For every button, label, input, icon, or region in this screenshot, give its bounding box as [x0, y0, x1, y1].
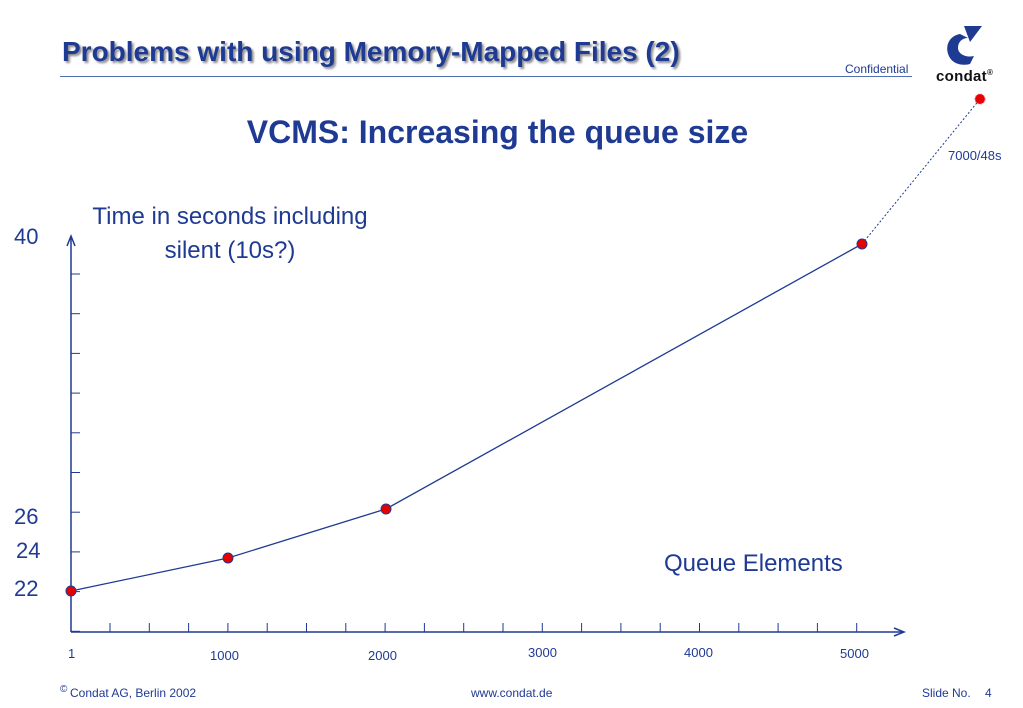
x-tick-label: 3000	[528, 645, 557, 660]
data-point	[856, 238, 868, 250]
chart-title: VCMS: Increasing the queue size	[246, 114, 749, 150]
chart-ticks	[71, 273, 858, 632]
footer-url[interactable]: www.condat.de	[471, 686, 553, 700]
y-tick-label: 26	[14, 504, 38, 529]
brand-name: condat®	[936, 68, 994, 85]
series-line	[70, 243, 863, 592]
data-point	[65, 585, 77, 597]
y-tick-label: 22	[14, 576, 38, 601]
x-axis-arrow	[893, 627, 907, 637]
data-point	[222, 552, 234, 564]
x-tick-label: 1000	[210, 648, 239, 663]
footer-slide-label: Slide No.	[922, 686, 971, 700]
data-point	[380, 503, 392, 515]
y-tick-label: 40	[14, 224, 38, 249]
condat-logo-icon	[947, 26, 982, 65]
footer-copyright-symbol: ©	[60, 684, 68, 695]
confidential-label: Confidential	[845, 62, 909, 76]
y-axis-label: Time in seconds including silent (10s?)	[92, 203, 368, 264]
chart-lines	[70, 98, 981, 592]
footer-company: Condat AG, Berlin 2002	[70, 686, 197, 700]
x-tick-label: 4000	[684, 645, 713, 660]
extrapolation-line	[861, 98, 981, 245]
chart-points	[65, 93, 986, 597]
chart-axes	[66, 233, 907, 637]
chart-tick-labels: 22 24 26 40 1 1000 2000 3000 4000 5000	[14, 224, 869, 663]
x-tick-label: 2000	[368, 648, 397, 663]
y-axis-arrow	[66, 233, 76, 247]
x-tick-label: 5000	[840, 646, 869, 661]
x-axis-label: Queue Elements	[664, 550, 843, 577]
footer-slide-number: 4	[985, 686, 992, 700]
y-tick-label: 24	[16, 538, 40, 563]
title-divider	[60, 76, 912, 77]
slide-title: Problems with using Memory-Mapped Files …	[62, 36, 680, 67]
x-tick-label: 1	[68, 646, 75, 661]
extrapolated-point-label: 7000/48s	[948, 148, 1002, 163]
extrapolated-data-point	[974, 93, 986, 105]
